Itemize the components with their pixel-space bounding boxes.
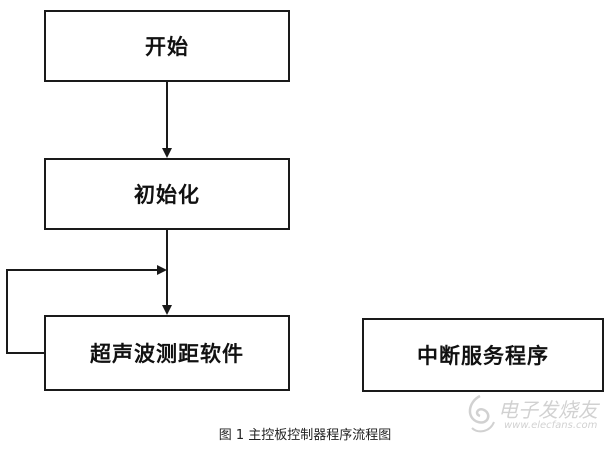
watermark-logo: 电子发烧友 www.elecfans.com (460, 392, 610, 440)
node-init-label: 初始化 (134, 183, 200, 207)
node-start-label: 开始 (145, 35, 189, 59)
watermark-name: 电子发烧友 (498, 398, 598, 422)
node-ultrasonic-ranging: 超声波测距软件 (44, 315, 290, 391)
watermark-url: www.elecfans.com (504, 420, 598, 431)
node-ultrasonic-ranging-label: 超声波测距软件 (90, 342, 244, 366)
loop-back-arrow (6, 265, 167, 354)
watermark-swirl-icon (468, 394, 495, 433)
node-init: 初始化 (44, 158, 290, 230)
node-interrupt-service: 中断服务程序 (362, 318, 604, 392)
node-start: 开始 (44, 10, 290, 82)
figure-caption: 图 1 主控板控制器程序流程图 (218, 428, 392, 443)
node-interrupt-service-label: 中断服务程序 (417, 344, 549, 368)
